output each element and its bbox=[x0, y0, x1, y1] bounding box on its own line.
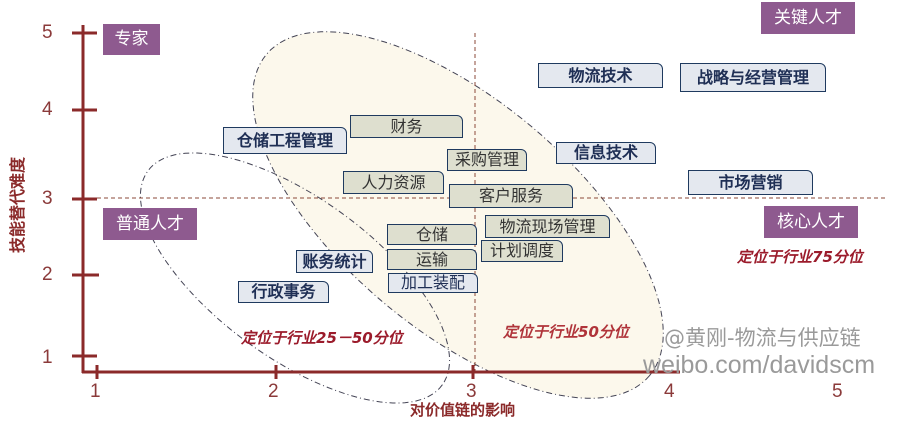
role-admin: 行政事务 bbox=[238, 281, 329, 303]
y-tick-2: 2 bbox=[42, 264, 53, 285]
role-warehouse-engineering: 仓储工程管理 bbox=[223, 127, 347, 154]
role-scheduling: 计划调度 bbox=[481, 240, 563, 262]
role-it: 信息技术 bbox=[556, 142, 656, 164]
note-75th-percentile: 定位于行业75分位 bbox=[737, 248, 863, 266]
role-site-management: 物流现场管理 bbox=[485, 215, 610, 238]
quadrant-core-talent: 核心人才 bbox=[764, 206, 858, 238]
role-strategy: 战略与经营管理 bbox=[680, 63, 826, 92]
role-assembly: 加工装配 bbox=[388, 273, 478, 293]
note-25-50th-percentile: 定位于行业25－50分位 bbox=[241, 329, 403, 347]
role-accounting: 账务统计 bbox=[296, 250, 373, 273]
y-tick-1: 1 bbox=[42, 347, 53, 368]
watermark-author: @黄刚-物流与供应链 bbox=[664, 326, 861, 350]
note-50th-percentile: 定位于行业50分位 bbox=[503, 323, 629, 341]
x-tick-1: 1 bbox=[90, 381, 101, 402]
role-logistics-tech: 物流技术 bbox=[538, 63, 663, 88]
role-customer-service: 客户服务 bbox=[449, 184, 573, 208]
y-axis-label: 技能替代难度 bbox=[8, 156, 28, 254]
axis-ticks bbox=[72, 31, 475, 379]
role-transport: 运输 bbox=[387, 249, 477, 270]
watermark-url: weibo.com/davidscm bbox=[643, 351, 876, 379]
y-tick-5: 5 bbox=[42, 22, 53, 43]
role-marketing: 市场营销 bbox=[688, 170, 813, 195]
x-tick-5: 5 bbox=[832, 381, 843, 402]
x-tick-4: 4 bbox=[664, 381, 675, 402]
x-tick-2: 2 bbox=[268, 381, 279, 402]
quadrant-general-talent: 普通人才 bbox=[103, 208, 197, 240]
role-finance: 财务 bbox=[350, 115, 463, 138]
x-tick-3: 3 bbox=[466, 381, 477, 402]
quadrant-expert: 专家 bbox=[103, 24, 160, 55]
quadrant-key-talent: 关键人才 bbox=[761, 2, 855, 34]
role-warehousing: 仓储 bbox=[387, 224, 477, 245]
role-procurement: 采购管理 bbox=[447, 149, 527, 171]
y-tick-4: 4 bbox=[42, 99, 53, 120]
y-tick-3: 3 bbox=[42, 188, 53, 209]
role-hr: 人力资源 bbox=[343, 171, 444, 194]
x-axis-label: 对价值链的影响 bbox=[410, 401, 516, 419]
